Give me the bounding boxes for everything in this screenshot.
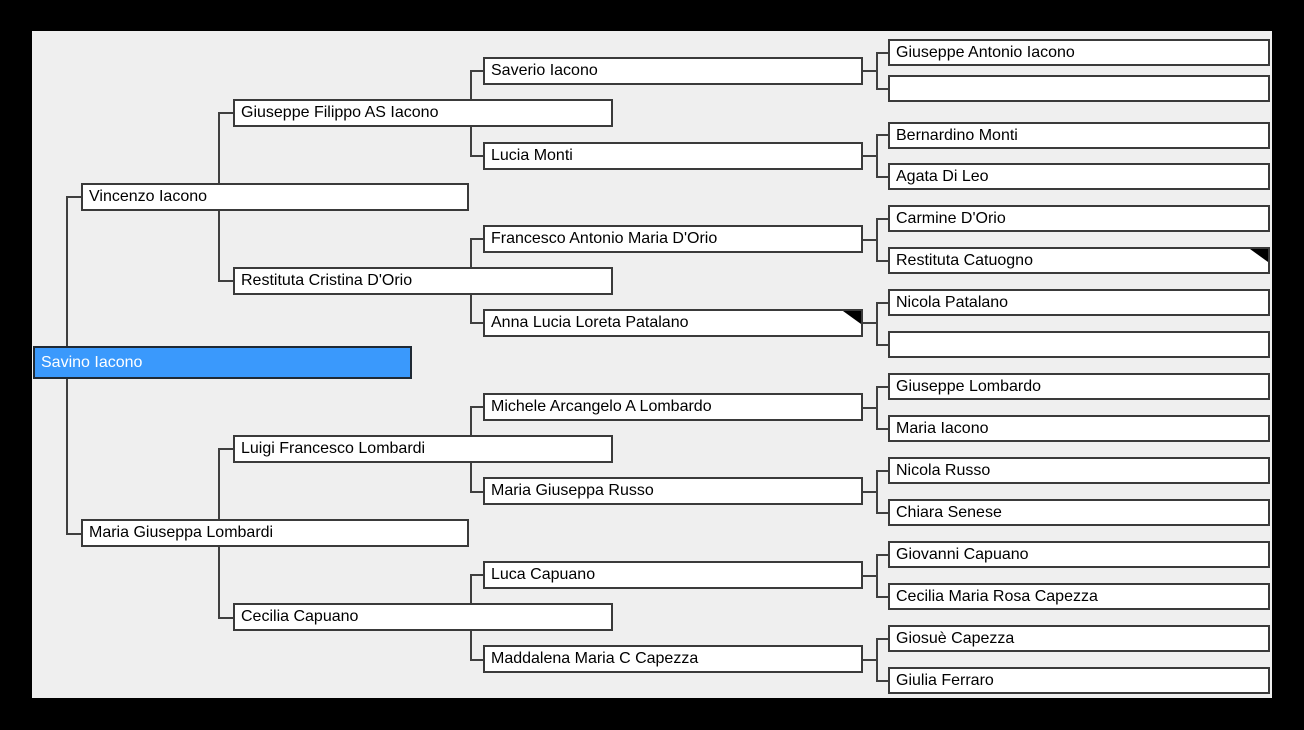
person-name: Francesco Antonio Maria D'Orio [491,230,718,247]
person-name: Restituta Catuogno [896,251,1033,269]
person-node-grandparent[interactable]: Giuseppe Filippo AS Iacono [233,99,613,127]
person-node-mother[interactable]: Maria Giuseppa Lombardi [81,519,469,547]
person-node-gg-grandparent[interactable]: Giuseppe Antonio Iacono [888,39,1270,66]
person-node-gg-grandparent[interactable]: Cecilia Maria Rosa Capezza [888,583,1270,610]
person-node-gg-grandparent[interactable]: Chiara Senese [888,499,1270,526]
person-node-great-grandparent[interactable]: Lucia Monti [483,142,863,170]
person-node-gg-grandparent[interactable]: Bernardino Monti [888,122,1270,149]
person-name: Bernardino Monti [896,126,1018,144]
person-name: Agata Di Leo [896,167,989,185]
person-node-great-grandparent[interactable]: Luca Capuano [483,561,863,589]
person-name: Carmine D'Orio [896,209,1006,227]
person-node-gg-grandparent[interactable]: Giulia Ferraro [888,667,1270,694]
person-name: Maria Iacono [896,419,989,437]
person-name: Saverio Iacono [491,62,598,79]
person-name: Giulia Ferraro [896,671,994,689]
person-node-gg-grandparent[interactable]: Nicola Patalano [888,289,1270,316]
person-name: Lucia Monti [491,147,573,164]
person-name: Giuseppe Lombardo [896,377,1041,395]
person-name: Maddalena Maria C Capezza [491,650,699,667]
person-name: Giuseppe Filippo AS Iacono [241,104,439,121]
person-node-gg-grandparent[interactable]: Carmine D'Orio [888,205,1270,232]
person-name: Anna Lucia Loreta Patalano [491,314,689,331]
person-node-gg-grandparent[interactable]: Giosuè Capezza [888,625,1270,652]
person-node-gg-grandparent[interactable]: Giovanni Capuano [888,541,1270,568]
person-node-gg-grandparent[interactable]: Restituta Catuogno [888,247,1270,274]
person-node-great-grandparent[interactable]: Michele Arcangelo A Lombardo [483,393,863,421]
person-name: Nicola Patalano [896,293,1009,311]
person-node-gg-grandparent[interactable]: Maria Iacono [888,415,1270,442]
person-node-father[interactable]: Vincenzo Iacono [81,183,469,211]
pedigree-chart-canvas: Savino Iacono Vincenzo Iacono Maria Gius… [32,31,1272,698]
person-name: Nicola Russo [896,461,991,479]
person-node-great-grandparent[interactable]: Francesco Antonio Maria D'Orio [483,225,863,253]
person-name: Giovanni Capuano [896,545,1029,563]
person-name: Chiara Senese [896,503,1002,521]
person-name: Cecilia Capuano [241,608,359,625]
person-node-empty[interactable] [888,75,1270,102]
person-name: Restituta Cristina D'Orio [241,272,413,289]
person-node-focus[interactable]: Savino Iacono [33,346,412,379]
more-ancestors-indicator[interactable] [1250,249,1268,262]
person-node-grandparent[interactable]: Restituta Cristina D'Orio [233,267,613,295]
person-node-gg-grandparent[interactable]: Agata Di Leo [888,163,1270,190]
person-node-great-grandparent[interactable]: Maddalena Maria C Capezza [483,645,863,673]
person-node-great-grandparent[interactable]: Maria Giuseppa Russo [483,477,863,505]
person-name: Vincenzo Iacono [89,188,208,205]
person-name: Michele Arcangelo A Lombardo [491,398,712,415]
person-name: Giosuè Capezza [896,629,1015,647]
person-node-grandparent[interactable]: Luigi Francesco Lombardi [233,435,613,463]
person-name: Luigi Francesco Lombardi [241,440,426,457]
more-ancestors-indicator[interactable] [843,311,861,324]
person-node-gg-grandparent[interactable]: Nicola Russo [888,457,1270,484]
person-node-gg-grandparent[interactable]: Giuseppe Lombardo [888,373,1270,400]
person-node-great-grandparent[interactable]: Saverio Iacono [483,57,863,85]
person-name: Luca Capuano [491,566,596,583]
person-node-empty[interactable] [888,331,1270,358]
person-name: Savino Iacono [41,353,143,371]
person-name: Giuseppe Antonio Iacono [896,43,1075,61]
person-name: Maria Giuseppa Russo [491,482,654,499]
person-node-great-grandparent[interactable]: Anna Lucia Loreta Patalano [483,309,863,337]
person-name: Cecilia Maria Rosa Capezza [896,587,1098,605]
person-name: Maria Giuseppa Lombardi [89,524,274,541]
person-node-grandparent[interactable]: Cecilia Capuano [233,603,613,631]
